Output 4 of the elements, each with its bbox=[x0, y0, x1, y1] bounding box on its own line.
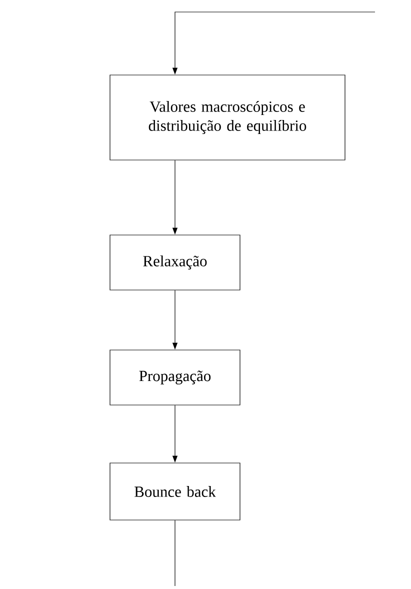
process-box: Bounce back bbox=[110, 462, 240, 520]
process-box: Relaxação bbox=[110, 234, 240, 290]
process-box: Propagação bbox=[110, 350, 240, 406]
process-box: Valores macroscópicos e distribuição de equilíbrio bbox=[110, 74, 346, 160]
